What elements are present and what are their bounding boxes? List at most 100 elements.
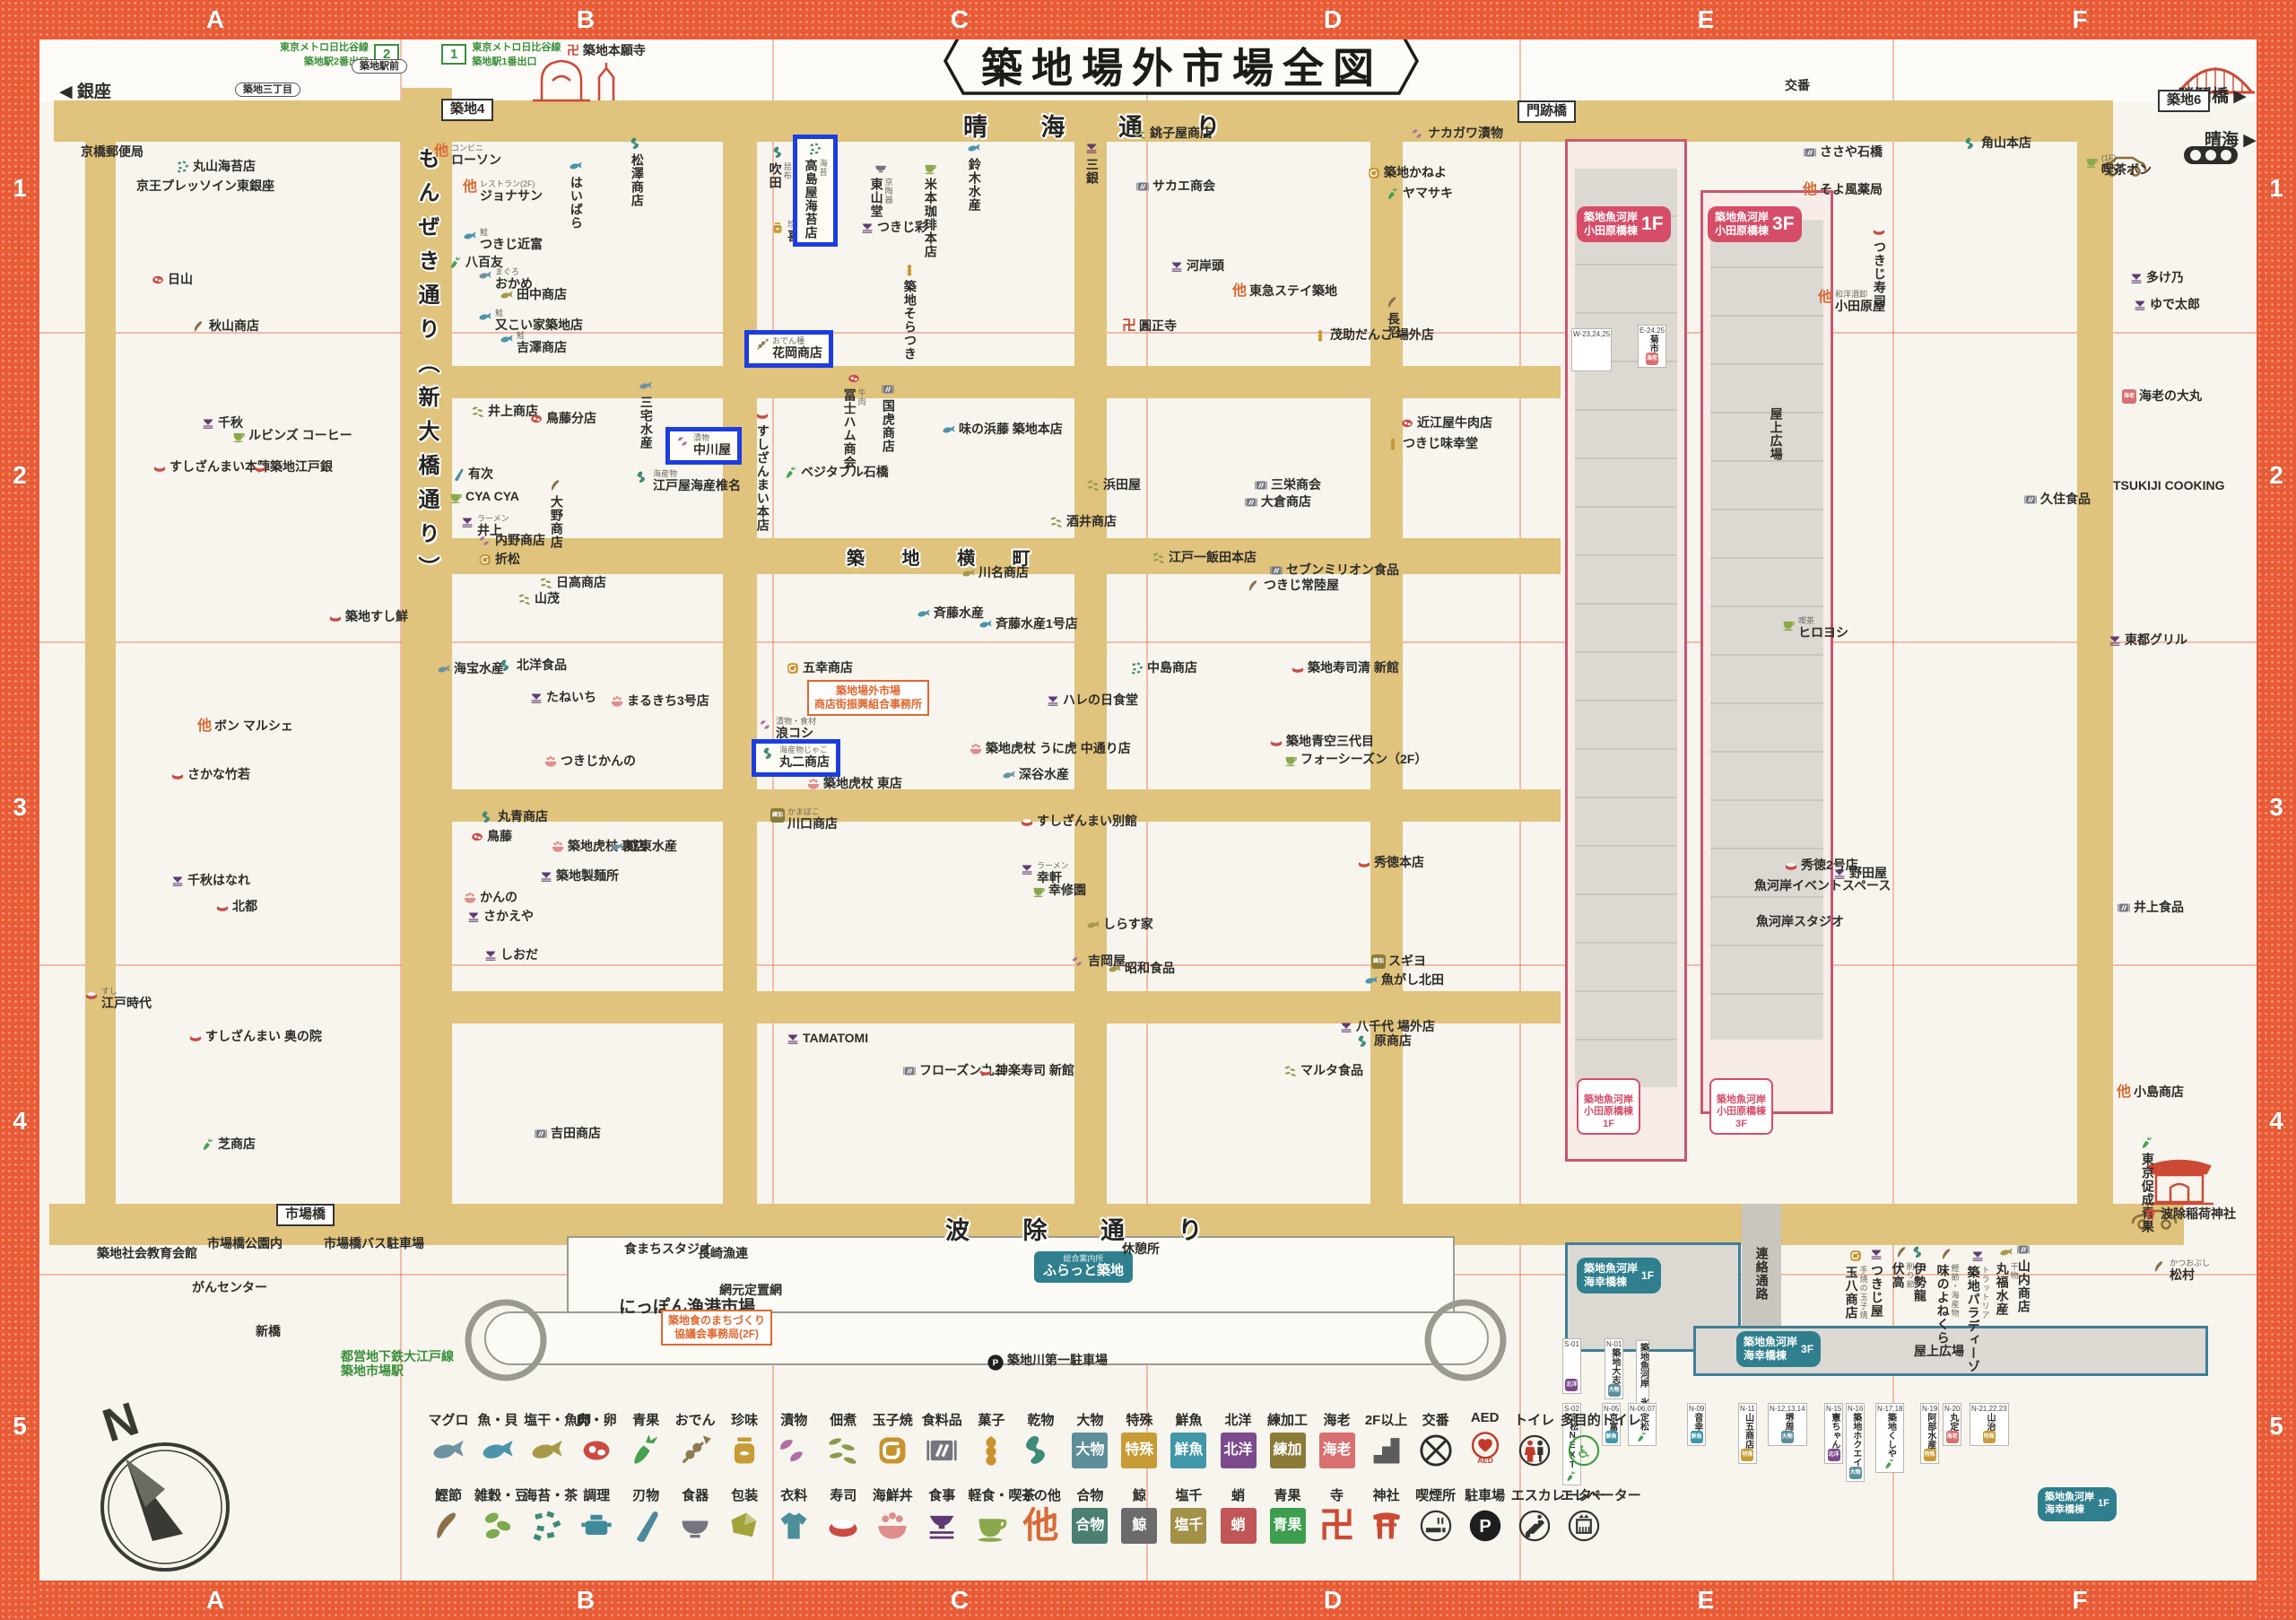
kaisendon-icon: [611, 696, 623, 707]
shop-丸二商店[interactable]: 海産物じゃこ丸二商店: [752, 739, 840, 777]
building-floor: 1F: [1603, 1118, 1614, 1129]
legend-item-多目的トイレ: 多目的トイレ♿: [1561, 1410, 1641, 1473]
dango-icon: [907, 264, 912, 276]
metro-exit-1-label: 東京メトロ日比谷線 築地駅1番出口: [472, 42, 561, 67]
kamaboko-icon: [2118, 903, 2130, 912]
legend-item-食料品: 食料品: [918, 1410, 965, 1473]
mealbowl-icon: [1048, 696, 1058, 706]
seaweed-icon: [500, 659, 509, 671]
legend-item-海老: 海老海老: [1314, 1410, 1361, 1473]
shop-酒井商店: 酒井商店: [1049, 514, 1117, 529]
fish-icon: [438, 665, 450, 673]
carrot-icon: [786, 466, 796, 478]
gridline-v: [400, 39, 402, 1581]
shop-河岸頭: 河岸頭: [1170, 258, 1224, 274]
shop-高島屋海苔店[interactable]: 海苔高島屋海苔店: [793, 135, 838, 247]
shop-築地寿司清-新館: 築地寿司清 新館: [1291, 660, 1399, 675]
building-name: 築地魚河岸 小田原橋棟: [1584, 1094, 1633, 1118]
lane-h3: [413, 991, 1561, 1023]
cup-icon: [1783, 621, 1795, 631]
fish-icon: [962, 569, 975, 577]
shop-魚がし北田: 魚がし北田: [1364, 972, 1444, 988]
legend-row2: 鰹節雑穀・豆海苔・茶調理刃物食器包装衣料寿司海鮮丼食事軽食・喫茶その他他合物合物…: [425, 1485, 1641, 1548]
shop-三栄商会: 三栄商会: [1254, 477, 1321, 492]
building-name: 築地魚河岸 海幸橋棟: [1744, 1336, 1798, 1362]
legend-item-塩干・魚卵: 塩干・魚卵: [524, 1410, 591, 1473]
gridline-h: [39, 332, 2257, 334]
shop-伏高: 削り節伏高: [1891, 1245, 1915, 1289]
katsuo-icon: [1897, 1247, 1905, 1258]
crescents-icon: [780, 1440, 804, 1462]
sushi-icon: [1873, 228, 1885, 235]
smoke-icon: [1420, 1510, 1451, 1542]
katsuo-icon: [2154, 1261, 2163, 1272]
shop-休憩所: 休憩所: [1122, 1241, 1160, 1256]
traffic-light-icon: [2184, 146, 2238, 164]
mealbowl-icon: [1871, 1250, 1882, 1259]
mealbowl-icon: [462, 518, 473, 527]
legend-item-トイレ: トイレ: [1511, 1410, 1558, 1473]
shop-サカエ商会: サカエ商会: [1135, 179, 1215, 194]
shop-花岡商店[interactable]: おでん種花岡商店: [744, 330, 833, 368]
torii-icon: [1372, 1512, 1400, 1539]
mealbowl-icon: [1171, 262, 1182, 272]
shop-米本珈琲本店: 米本珈琲本店: [923, 161, 938, 258]
shop-三宅水産: 三宅水産: [639, 379, 654, 449]
jar-icon: [735, 1437, 755, 1464]
katsuo-icon: [1248, 580, 1257, 591]
shop-すしざんまい-奥の院: すしざんまい 奥の院: [188, 1029, 322, 1044]
shop-浜田屋: 浜田屋: [1086, 477, 1141, 492]
lane-v3: [1370, 142, 1403, 1204]
shop-TSUKIJI-COOKING: TSUKIJI COOKING: [2113, 478, 2225, 492]
fish-icon: [479, 312, 491, 320]
shop-すしざんまい別館: すしざんまい別館: [1020, 814, 1137, 829]
smallfish-icon: [1134, 128, 1145, 139]
shop-井上商店: 井上商店: [471, 404, 538, 419]
smallfish-icon: [1087, 480, 1099, 491]
mealbowl-icon: [1086, 144, 1097, 153]
shop-ベジタブル石橋: ベジタブル石橋: [784, 465, 889, 480]
shop-中川屋[interactable]: 漬物中川屋: [665, 427, 742, 465]
glyph-ta-icon: 他: [1803, 182, 1818, 197]
shop-築地江戸銀: 築地江戸銀: [253, 459, 333, 475]
fish-icon: [943, 425, 955, 433]
shop-都営地下鉄大江戸線-築地市場駅: 都営地下鉄大江戸線築地市場駅: [341, 1349, 454, 1378]
street-harumi: [54, 100, 2081, 142]
stall-W-23,24,25: W-23,24,25: [1571, 328, 1613, 371]
building-odawarabashi-1f-stalls: [1575, 169, 1677, 1087]
sushi-icon: [329, 614, 342, 622]
shop-京王プレッソイン東銀座: 京王プレッソイン東銀座: [136, 179, 274, 193]
stamp-ebi-icon: 海老: [1318, 1433, 1355, 1468]
car-icon-left: [2100, 156, 2147, 177]
katsuo-icon: [1942, 1249, 1950, 1259]
svg-text:♿: ♿: [1576, 1443, 1591, 1462]
crescents-icon: [678, 437, 687, 446]
legend-item-大物: 大物大物: [1066, 1410, 1113, 1473]
legend-item-包装: 包装: [721, 1485, 768, 1548]
esc-icon: [1518, 1510, 1550, 1542]
shop-冨士ハム商会: 牛肉冨士ハム商会: [842, 371, 866, 469]
shop-伊勢龍: 伊勢龍: [1912, 1245, 1927, 1302]
meat-icon: [472, 832, 483, 841]
legend-item-2F以上: 2F以上: [1363, 1410, 1410, 1473]
shop-つきじ寿司: つきじ寿司: [1872, 223, 1887, 308]
seaweed-icon: [1965, 137, 1973, 149]
glyph-ta-icon: 他: [2117, 1084, 2132, 1100]
fish-icon: [2000, 1248, 2013, 1256]
knife-icon: [637, 1511, 658, 1542]
shop-築地青空三代目: 築地青空三代目: [1269, 734, 1374, 749]
shop-田中商店: 田中商店: [500, 287, 567, 302]
legend-item-鯨: 鯨鯨: [1116, 1485, 1162, 1548]
shop-井上: ラーメン井上: [460, 514, 509, 538]
legend-item-神社: 神社: [1363, 1485, 1410, 1548]
stamp-tokushu-icon: 特殊: [1121, 1433, 1158, 1468]
smallfish-icon: [540, 578, 552, 588]
legend-item-漬物: 漬物: [770, 1410, 817, 1473]
shop-TAMATOMI: TAMATOMI: [786, 1031, 868, 1046]
shop-◀-銀座: ◀ 銀座: [59, 83, 111, 101]
shop-斉藤水産1号店: 斉藤水産1号店: [978, 616, 1078, 631]
legend-item-おでん: おでん: [672, 1410, 718, 1473]
sushi-icon: [85, 992, 98, 999]
